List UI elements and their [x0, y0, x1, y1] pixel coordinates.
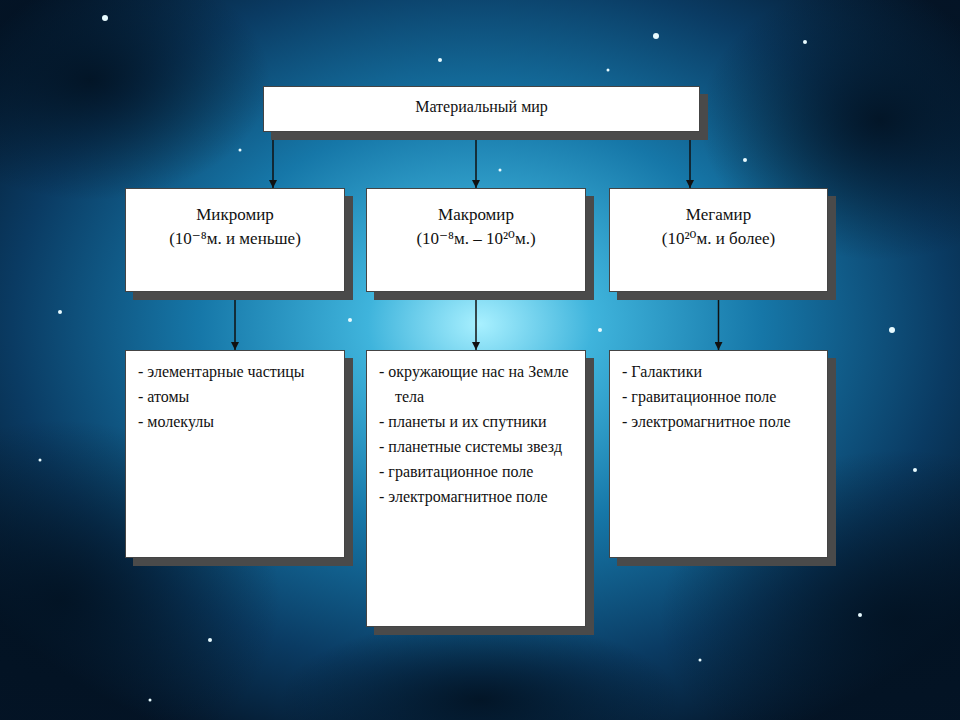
- scale-range: (10²⁰м. и более): [622, 227, 815, 251]
- list-item: - гравитационное поле: [622, 384, 815, 409]
- category-box: Мегамир(10²⁰м. и более): [609, 188, 828, 292]
- list-item: - планетные системы звезд: [379, 434, 573, 459]
- arrow-connector: [272, 132, 274, 188]
- list-item: - атомы: [138, 384, 332, 409]
- scale-range: (10⁻⁸м. и меньше): [138, 227, 332, 251]
- list-box: - элементарные частицы- атомы- молекулы: [125, 350, 345, 558]
- list-item: - молекулы: [138, 409, 332, 434]
- category-box: Макромир(10⁻⁸м. – 10²⁰м.): [366, 188, 586, 292]
- box-title: Мегамир: [622, 203, 815, 227]
- arrow-connector: [689, 132, 691, 188]
- list-item: - окружающие нас на Земле тела: [379, 359, 573, 409]
- box-title: Микромир: [138, 203, 332, 227]
- arrow-connector: [718, 292, 720, 350]
- list-item: - планеты и их спутники: [379, 409, 573, 434]
- root-box: Материальный мир: [263, 86, 700, 132]
- list-box: - окружающие нас на Земле тела- планеты …: [366, 350, 586, 627]
- list-item: - электромагнитное поле: [622, 409, 815, 434]
- scale-range: (10⁻⁸м. – 10²⁰м.): [379, 227, 573, 251]
- arrow-connector: [475, 292, 477, 350]
- list-item: - Галактики: [622, 359, 815, 384]
- list-item: - электромагнитное поле: [379, 484, 573, 509]
- arrow-connector: [475, 132, 477, 188]
- list-box: - Галактики- гравитационное поле- электр…: [609, 350, 828, 558]
- box-title: Материальный мир: [276, 95, 687, 119]
- list-item: - элементарные частицы: [138, 359, 332, 384]
- box-title: Макромир: [379, 203, 573, 227]
- list-item: - гравитационное поле: [379, 459, 573, 484]
- category-box: Микромир(10⁻⁸м. и меньше): [125, 188, 345, 292]
- arrow-connector: [234, 292, 236, 350]
